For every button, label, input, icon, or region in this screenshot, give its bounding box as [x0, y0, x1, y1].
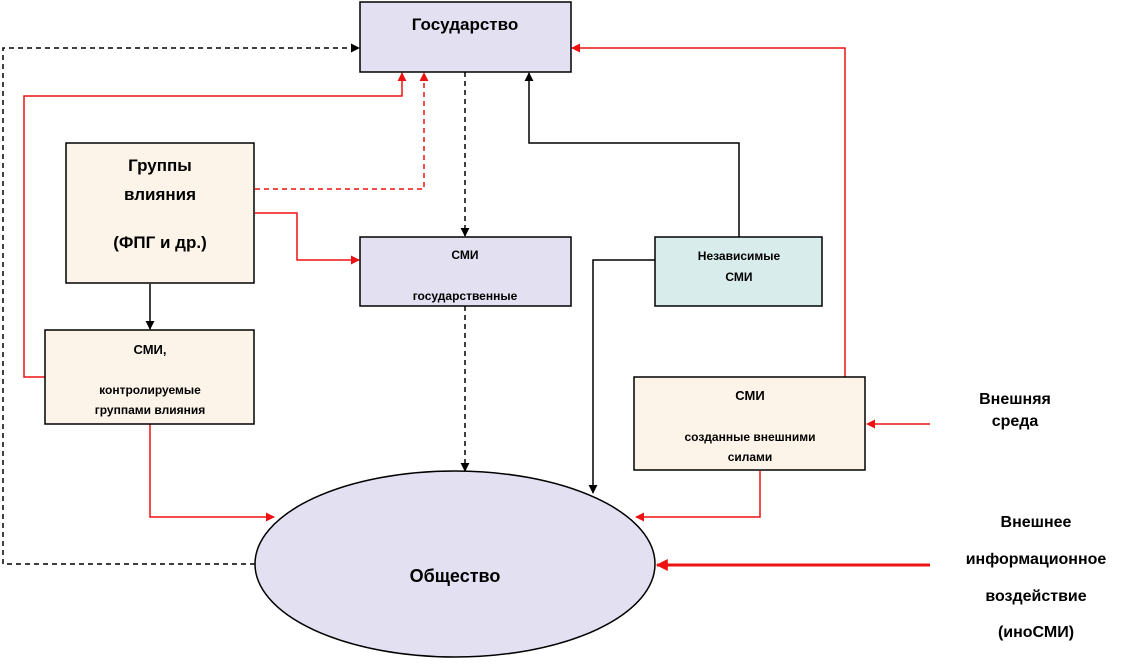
independent-label-line2: СМИ — [725, 270, 752, 284]
arrow-groups-to-smi-state — [255, 212, 360, 265]
external-environment-line1: Внешняя — [979, 391, 1051, 408]
state-label: Государство — [412, 15, 518, 34]
smi-external-box — [633, 376, 866, 471]
arrow-controlled-to-state — [23, 72, 407, 378]
groups-box — [65, 142, 255, 284]
arrow-external-smi-to-society — [635, 471, 761, 522]
groups-label-line3: (ФПГ и др.) — [113, 233, 206, 252]
smi-state-box — [359, 236, 572, 307]
external-info-line4: (иноСМИ) — [997, 624, 1075, 642]
smi-controlled-label-line1: СМИ, — [133, 342, 166, 357]
smi-state-label-line2: государственные — [413, 289, 518, 303]
arrow-controlled-to-society — [149, 424, 275, 522]
groups-label-line2: влияния — [124, 185, 196, 204]
society-ellipse — [254, 470, 656, 658]
arrow-external-smi-to-state — [571, 43, 846, 377]
smi-external-label-line3: силами — [728, 450, 773, 464]
smi-state-label-line1: СМИ — [451, 248, 478, 262]
smi-controlled-box — [44, 329, 255, 425]
smi-external-label-line1: СМИ — [735, 388, 764, 403]
external-info-line2: информационное — [965, 550, 1107, 568]
society-label: Общество — [410, 566, 501, 586]
external-info-line1: Внешнее — [1000, 514, 1072, 531]
arrow-independent-to-state — [524, 72, 740, 237]
external-info-line3: воздействие — [985, 587, 1087, 605]
external-info-label: Внешнее информационное воздействие (иноС… — [950, 505, 1122, 652]
smi-external-label-line2: созданные внешними — [684, 430, 815, 444]
independent-box — [654, 236, 823, 307]
arrow-society-to-state — [2, 43, 360, 565]
smi-controlled-label-line2: контролируемые — [99, 383, 201, 397]
independent-label-line1: Независимые — [698, 249, 781, 263]
arrow-independent-to-society — [588, 259, 655, 494]
smi-controlled-label-line3: группами влияния — [95, 403, 205, 417]
external-environment-line2: среда — [991, 412, 1039, 430]
state-box — [359, 1, 572, 73]
groups-label-line1: Группы — [128, 156, 192, 175]
arrow-groups-to-state — [255, 72, 429, 190]
external-environment-label: Внешняя среда — [960, 389, 1070, 432]
